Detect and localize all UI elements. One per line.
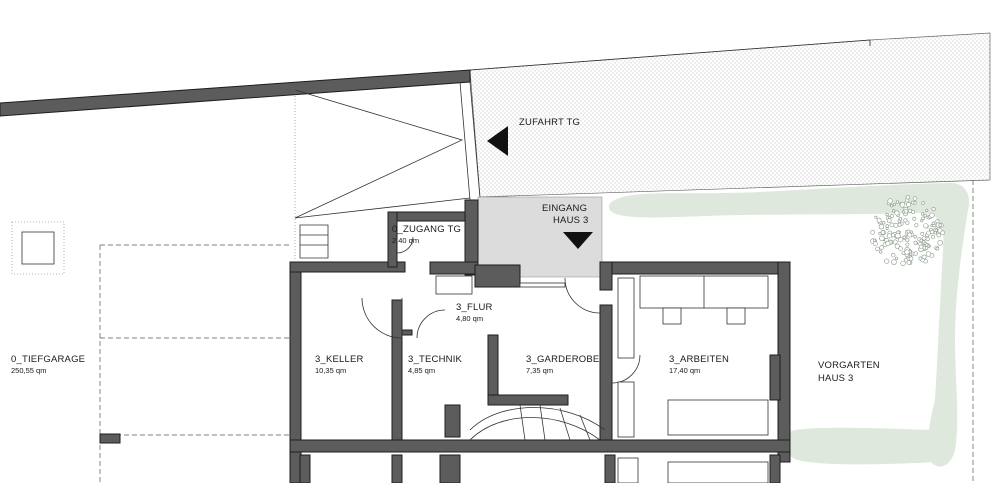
zufahrt-label: ZUFAHRT TG bbox=[519, 117, 580, 128]
room-area-garderobe: 7,35 qm bbox=[526, 366, 553, 375]
room-name-arbeiten: 3_ARBEITEN bbox=[669, 354, 729, 365]
zufahrt-arrow-icon bbox=[487, 126, 508, 156]
room-area-tiefgarage: 250,55 qm bbox=[11, 366, 46, 375]
garden-path-lower bbox=[784, 427, 935, 465]
room-area-zugang: 2,40 qm bbox=[392, 236, 419, 245]
room-name-garderobe: 3_GARDEROBE bbox=[526, 354, 599, 365]
driveway-hatch bbox=[469, 32, 991, 198]
tree-icon bbox=[870, 195, 945, 266]
room-area-technik: 4,85 qm bbox=[408, 366, 435, 375]
eingang-label: EINGANG bbox=[542, 203, 587, 214]
room-area-arbeiten: 17,40 qm bbox=[669, 366, 700, 375]
room-area-keller: 10,35 qm bbox=[315, 366, 346, 375]
room-name-technik: 3_TECHNIK bbox=[408, 354, 463, 365]
entrance-arrow-icon bbox=[563, 232, 593, 249]
room-name-zugang: 0_ZUGANG TG bbox=[392, 224, 461, 235]
room-area-flur: 4,80 qm bbox=[456, 314, 483, 323]
eingang-haus-label: HAUS 3 bbox=[553, 215, 589, 226]
vorgarten-label: VORGARTEN bbox=[818, 360, 880, 371]
room-name-keller: 3_KELLER bbox=[315, 354, 364, 365]
garden-path bbox=[608, 182, 970, 467]
vorgarten-haus-label: HAUS 3 bbox=[818, 373, 854, 384]
room-name-tiefgarage: 0_TIEFGARAGE bbox=[11, 354, 85, 365]
room-name-flur: 3_FLUR bbox=[456, 302, 493, 313]
